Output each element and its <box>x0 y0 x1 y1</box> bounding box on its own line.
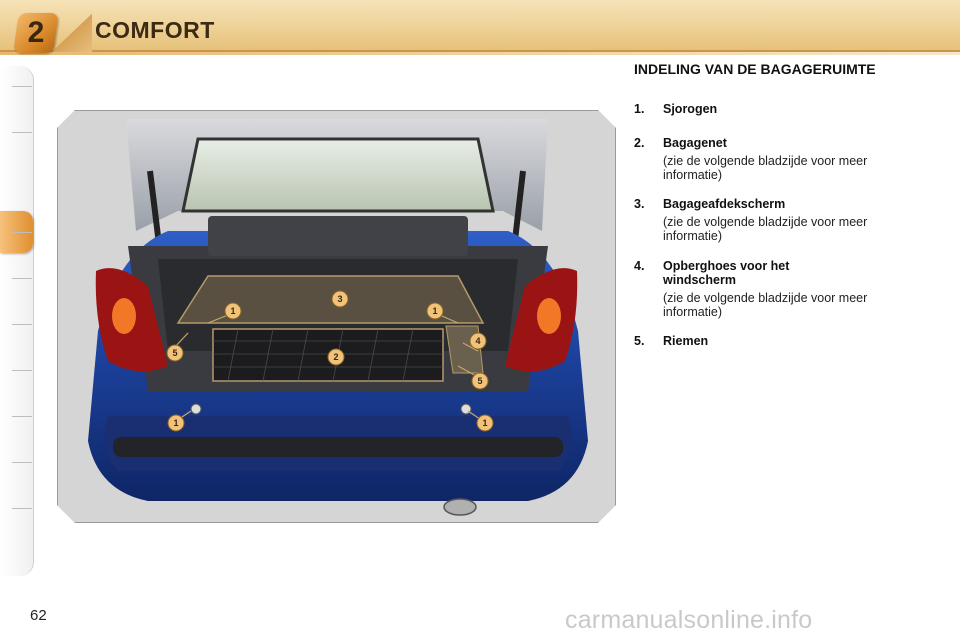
callout-marker: 1 <box>427 303 443 319</box>
header-bar <box>0 0 960 52</box>
side-tab[interactable] <box>12 132 32 133</box>
list-item: 1. Sjorogen <box>634 102 894 116</box>
side-tab[interactable] <box>12 324 32 325</box>
side-tab[interactable] <box>12 508 32 509</box>
chapter-title: COMFORT <box>95 17 215 43</box>
section-title: INDELING VAN DE BAGAGERUIMTE <box>634 61 876 77</box>
item-note: (zie de volgende bladzijde voor meer inf… <box>663 215 868 243</box>
svg-text:5: 5 <box>477 376 482 386</box>
svg-text:5: 5 <box>172 348 177 358</box>
item-number: 3. <box>634 197 645 211</box>
side-tab[interactable] <box>12 416 32 417</box>
item-number: 1. <box>634 102 645 116</box>
trunk-illustration: 1 3 1 5 2 4 5 1 1 <box>57 110 616 523</box>
list-item: 2. Bagagenet (zie de volgende bladzijde … <box>634 136 894 182</box>
item-label: Riemen <box>663 334 709 348</box>
callout-marker: 5 <box>167 345 183 361</box>
svg-text:1: 1 <box>482 418 487 428</box>
side-tab-rail <box>0 66 34 576</box>
header-underline <box>0 52 960 55</box>
svg-text:3: 3 <box>337 294 342 304</box>
svg-text:1: 1 <box>230 306 235 316</box>
item-label: Sjorogen <box>663 102 718 116</box>
item-number: 5. <box>634 334 645 348</box>
item-label: Bagageafdekscherm <box>663 197 786 211</box>
svg-text:1: 1 <box>432 306 437 316</box>
page-number: 62 <box>30 607 47 624</box>
item-note: (zie de volgende bladzijde voor meer inf… <box>663 291 868 319</box>
watermark: carmanualsonline.info <box>565 606 813 634</box>
side-tab[interactable] <box>12 86 32 87</box>
callout-marker: 5 <box>472 373 488 389</box>
svg-text:1: 1 <box>173 418 178 428</box>
side-tab[interactable] <box>12 462 32 463</box>
list-item: 4. Opberghoes voor het windscherm (zie d… <box>634 259 867 319</box>
item-note: (zie de volgende bladzijde voor meer inf… <box>663 154 868 182</box>
callout-marker: 4 <box>470 333 486 349</box>
car-rear-drawing: 1 3 1 5 2 4 5 1 1 <box>58 111 615 522</box>
chapter-tab-slope <box>52 14 92 52</box>
callout-marker: 2 <box>328 349 344 365</box>
callout-marker: 1 <box>168 415 184 431</box>
item-number: 2. <box>634 136 645 150</box>
list-item: 5. Riemen <box>634 334 894 348</box>
callout-marker: 1 <box>477 415 493 431</box>
chapter-number: 2 <box>27 16 45 49</box>
callout-marker: 1 <box>225 303 241 319</box>
side-tab[interactable] <box>12 232 32 233</box>
side-tab[interactable] <box>12 278 32 279</box>
item-label: Bagagenet <box>663 136 727 150</box>
item-number: 4. <box>634 259 645 273</box>
item-label: Opberghoes voor het windscherm <box>663 259 790 287</box>
callout-marker: 3 <box>332 291 348 307</box>
list-item: 3. Bagageafdekscherm (zie de volgende bl… <box>634 197 894 243</box>
svg-text:2: 2 <box>333 352 338 362</box>
side-tab[interactable] <box>12 370 32 371</box>
svg-text:4: 4 <box>475 336 480 346</box>
